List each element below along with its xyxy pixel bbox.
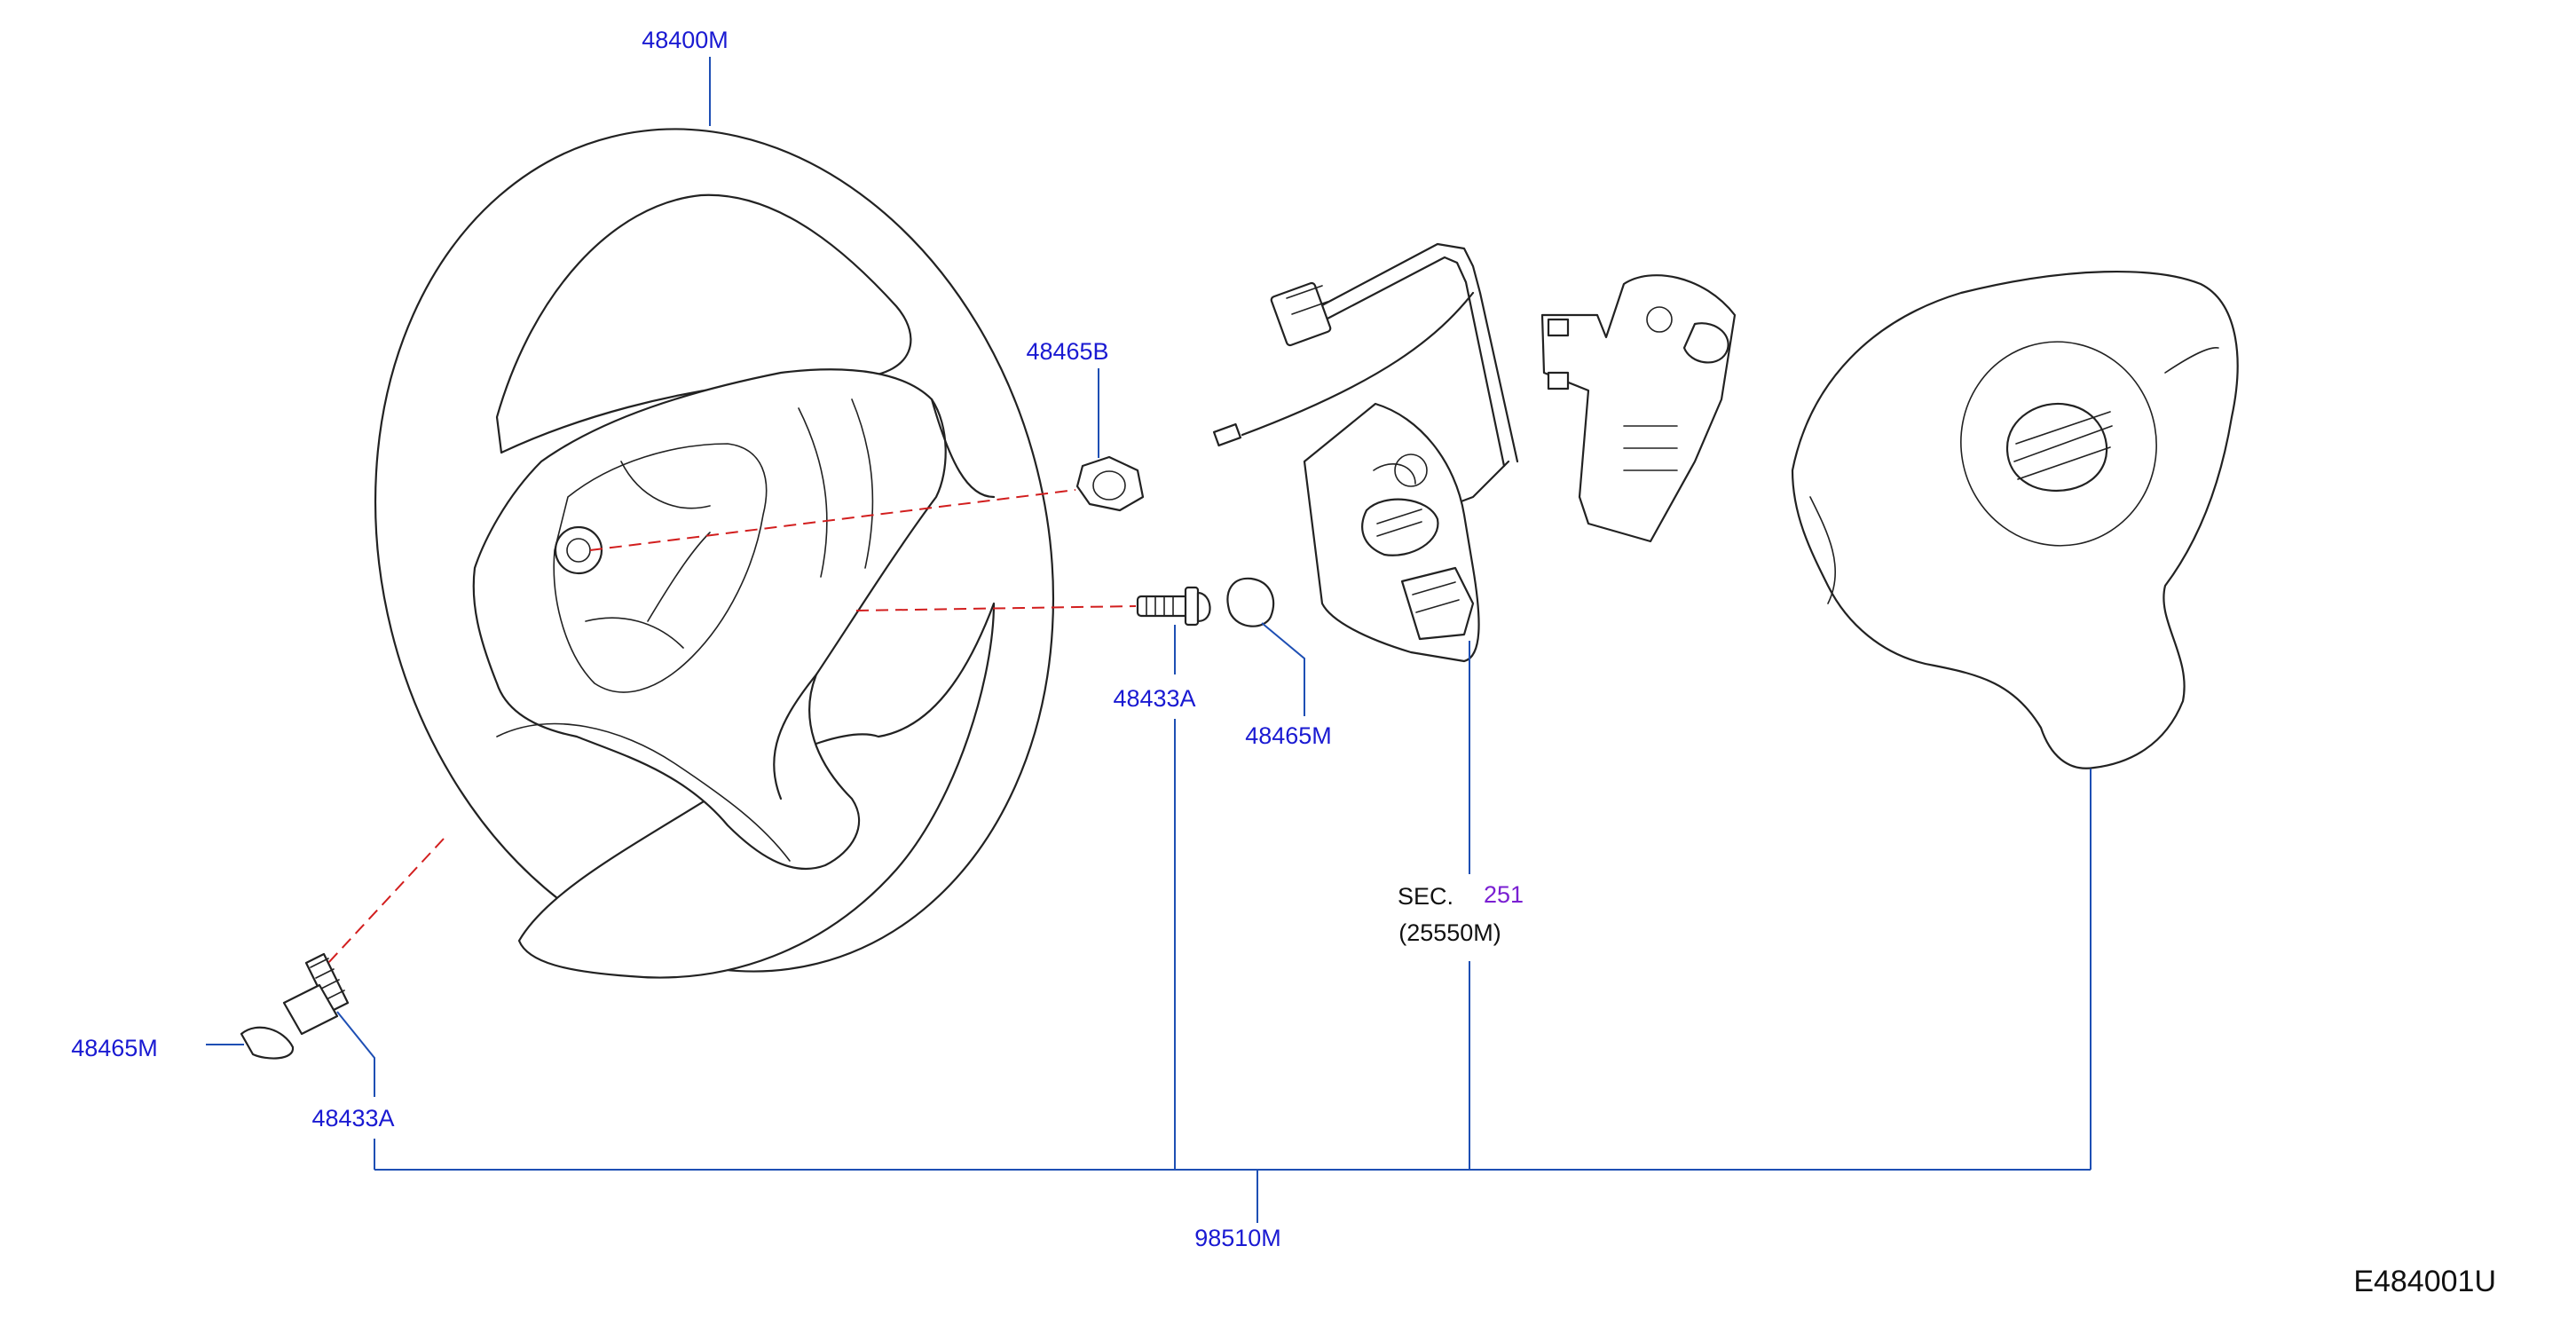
cap-part-left <box>240 1026 295 1060</box>
label-sec-number: 251 <box>1484 881 1524 908</box>
cap-part-right <box>1226 577 1275 627</box>
label-nut: 48465B <box>1026 338 1108 365</box>
label-bolt-right: 48433A <box>1113 685 1195 712</box>
switch-assembly-drawing <box>1212 242 1737 663</box>
leader-lines <box>206 57 2092 1223</box>
label-bolt-left: 48433A <box>311 1105 394 1132</box>
label-cap-left: 48465M <box>71 1035 158 1061</box>
nut-part <box>1075 455 1145 512</box>
bolt-part-right <box>1136 586 1211 627</box>
label-kit: 98510M <box>1194 1225 1281 1251</box>
diagram-id: E484001U <box>2353 1265 2496 1298</box>
bolt-part-left <box>282 952 350 1036</box>
label-cap-right: 48465M <box>1245 722 1332 749</box>
assembly-guides <box>327 489 1137 964</box>
label-steering-wheel: 48400M <box>642 27 729 53</box>
label-sec-prefix: SEC. <box>1398 883 1453 910</box>
steering-wheel-drawing <box>374 128 1055 979</box>
label-sec-sub: (25550M) <box>1398 919 1501 946</box>
airbag-module-drawing <box>1791 270 2239 769</box>
